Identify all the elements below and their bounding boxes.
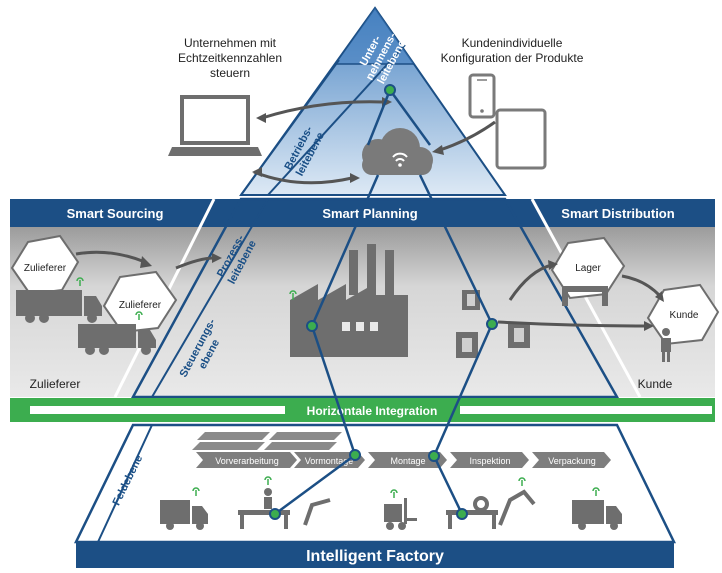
- svg-text:Vorverarbeitung: Vorverarbeitung: [215, 456, 279, 466]
- band-labels: Smart Sourcing Smart Planning Smart Dist…: [67, 206, 675, 221]
- smart-planning-label: Smart Planning: [322, 206, 417, 221]
- tablet-icon: [495, 108, 547, 170]
- node-workstation-1: [269, 508, 281, 520]
- sourcing-arrows: [75, 250, 222, 270]
- forklift-icon: [384, 498, 417, 530]
- node-montage: [428, 450, 440, 462]
- footer-bar: Intelligent Factory: [76, 542, 674, 568]
- truck-icon-1: [16, 290, 102, 323]
- node-distribution: [486, 318, 498, 330]
- laptop-icon: [168, 95, 262, 156]
- workstation-icon-2: [446, 510, 498, 529]
- truck-icon-factory-right: [572, 500, 622, 530]
- smartphone-icon: [468, 73, 496, 119]
- horizontal-integration-label: Horizontale Integration: [307, 404, 438, 418]
- network-nodes: [269, 84, 498, 520]
- hexagon-zulieferer-1-label: Zulieferer: [24, 263, 67, 274]
- truck-icon-factory-left: [160, 500, 208, 530]
- process-step-montage: Montage: [368, 452, 447, 468]
- hexagon-kunde-label: Kunde: [670, 310, 699, 321]
- top-left-line-2: Echtzeitkennzahlen: [178, 51, 282, 65]
- svg-text:Inspektion: Inspektion: [469, 456, 510, 466]
- top-right-line-2: Konfiguration der Produkte: [441, 51, 584, 65]
- smart-sourcing-label: Smart Sourcing: [67, 206, 164, 221]
- process-step-inspektion: Inspektion: [450, 452, 529, 468]
- side-label-zulieferer: Zulieferer: [30, 377, 81, 391]
- hexagon-lager-label: Lager: [575, 263, 601, 274]
- horizontal-integration-bar: Horizontale Integration: [10, 398, 715, 422]
- top-left-line-3: steuern: [210, 66, 250, 80]
- hexagon-zulieferer-2: Zulieferer: [102, 270, 178, 334]
- cloud-icon: [362, 128, 433, 175]
- customer-person-icon: [661, 328, 671, 362]
- svg-text:Vormontage: Vormontage: [305, 456, 354, 466]
- smart-distribution-label: Smart Distribution: [561, 206, 674, 221]
- node-factory: [306, 320, 318, 332]
- side-label-kunde: Kunde: [638, 377, 673, 391]
- process-steps: Vorverarbeitung Vormontage Montage Inspe…: [196, 452, 611, 468]
- process-step-vorverarbeitung: Vorverarbeitung: [196, 452, 297, 468]
- top-right-line-1: Kundenindividuelle: [462, 36, 563, 50]
- warehouse-icon: [562, 286, 608, 306]
- vertical-integration-lines: [274, 89, 494, 516]
- robot-arm-icon-2: [473, 489, 536, 526]
- node-vormontage: [349, 449, 361, 461]
- node-workstation-2: [456, 508, 468, 520]
- footer-title: Intelligent Factory: [306, 548, 444, 565]
- workstation-icon-1: [238, 488, 290, 529]
- top-left-caption: Unternehmen mit Echtzeitkennzahlen steue…: [178, 36, 282, 80]
- robot-arm-icon-1: [303, 498, 331, 526]
- antenna-icon-left: [76, 277, 143, 320]
- package-boxes: [456, 290, 530, 358]
- truck-icon-2: [78, 324, 156, 355]
- antenna-icon-factory: [289, 290, 297, 300]
- svg-text:Montage: Montage: [390, 456, 425, 466]
- node-enterprise: [384, 84, 396, 96]
- distribution-arrows: [497, 260, 664, 331]
- factory-icon: [290, 244, 408, 357]
- process-step-vormontage: Vormontage: [294, 452, 365, 468]
- process-step-verpackung: Verpackung: [532, 452, 611, 468]
- hexagon-zulieferer-2-label: Zulieferer: [119, 300, 162, 311]
- top-right-caption: Kundenindividuelle Konfiguration der Pro…: [441, 36, 584, 65]
- top-left-line-1: Unternehmen mit: [184, 36, 277, 50]
- top-flow-arrows: [252, 97, 496, 185]
- svg-text:Verpackung: Verpackung: [548, 456, 596, 466]
- conveyor-belts: [192, 432, 342, 450]
- antenna-icons-shopfloor: [192, 476, 600, 498]
